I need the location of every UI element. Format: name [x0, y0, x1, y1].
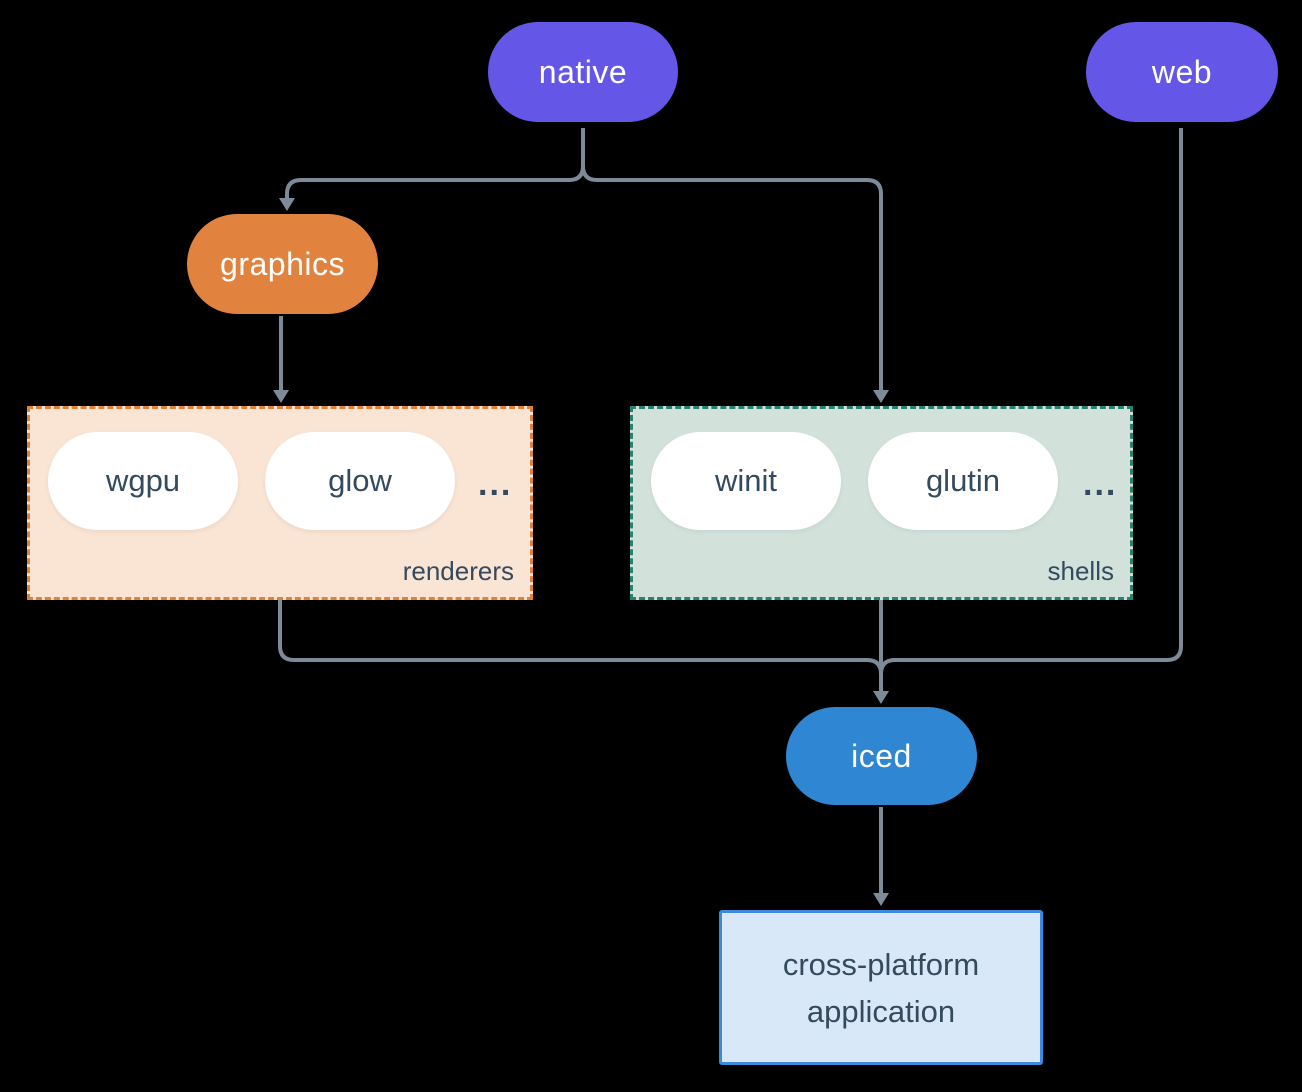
node-iced: iced [786, 707, 977, 805]
application-label-line1: cross-platform [782, 946, 980, 982]
arrowhead-native-graphics [279, 198, 295, 211]
node-wgpu: wgpu [48, 432, 238, 530]
node-winit-label: winit [714, 463, 777, 498]
renderers-group-label: renderers [402, 556, 514, 586]
node-glutin-label: glutin [925, 463, 1001, 498]
group-renderers: wgpu glow ... renderers [27, 406, 533, 600]
node-glow-label: glow [328, 463, 392, 498]
arrowhead-merge-iced [873, 691, 889, 704]
group-shells: winit glutin ... shells [630, 406, 1133, 600]
node-winit: winit [651, 432, 841, 530]
edge-native-shells [581, 128, 883, 390]
node-cross-platform-application: cross-platform application [719, 910, 1043, 1065]
node-iced-label: iced [851, 737, 912, 774]
node-native-label: native [538, 53, 628, 90]
edge-renderers-merge [278, 600, 883, 675]
shells-group-label: shells [1047, 556, 1114, 586]
node-wgpu-label: wgpu [105, 463, 181, 498]
shells-ellipsis: ... [1083, 465, 1118, 503]
arrowhead-native-shells [873, 390, 889, 403]
arrowhead-graphics-renderers [273, 390, 289, 403]
node-glutin: glutin [868, 432, 1058, 530]
node-graphics: graphics [187, 214, 378, 314]
arrowhead-iced-application [873, 893, 889, 906]
renderers-ellipsis: ... [478, 465, 513, 503]
application-label-line2: application [806, 993, 956, 1029]
node-native: native [488, 22, 678, 122]
node-glow: glow [265, 432, 455, 530]
node-graphics-label: graphics [220, 245, 345, 282]
edge-native-graphics [285, 128, 585, 198]
node-web: web [1086, 22, 1278, 122]
node-web-label: web [1151, 53, 1213, 90]
